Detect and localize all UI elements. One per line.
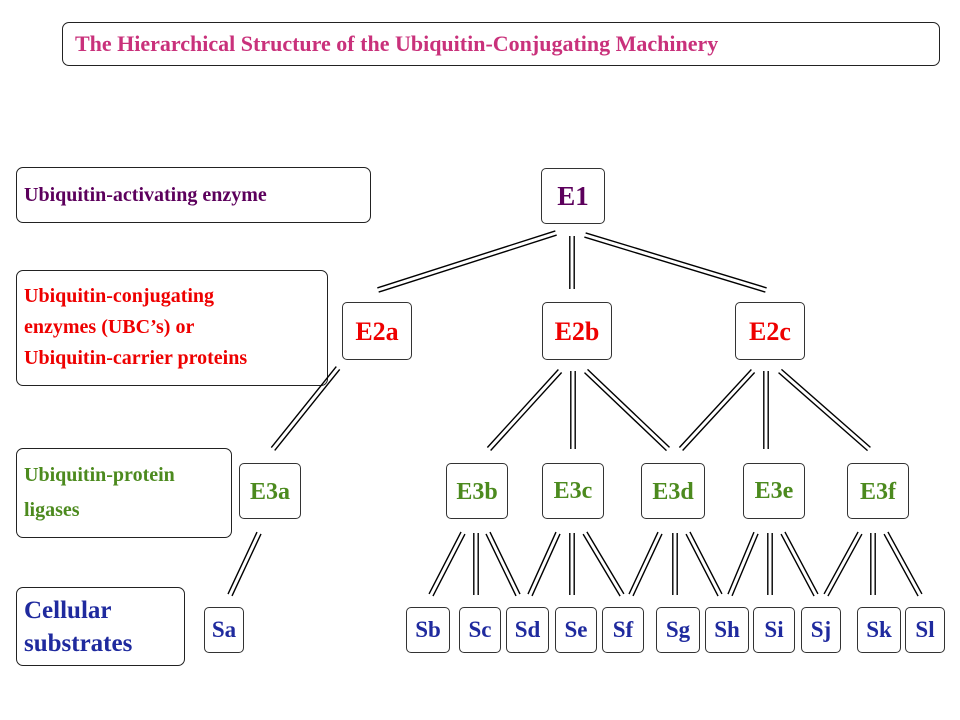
connector-stroke <box>270 366 337 449</box>
connector-stroke <box>231 533 262 597</box>
level-label-line: Ubiquitin-carrier proteins <box>24 347 248 369</box>
connector-e3d-sg <box>672 533 678 595</box>
level-label-line: Ubiquitin-conjugating <box>24 285 215 307</box>
node-e2c: E2c <box>735 302 805 360</box>
connector-stroke <box>377 230 556 289</box>
level-label-line: substrates <box>24 629 133 657</box>
connector-e3d-sh <box>685 531 723 597</box>
connector-stroke <box>428 531 462 595</box>
diagram-title: The Hierarchical Structure of the Ubiqui… <box>62 22 940 66</box>
node-e3c: E3c <box>542 463 604 519</box>
connector-e3b-sd <box>485 531 521 597</box>
connector-stroke <box>378 234 557 293</box>
level-label-line: Ubiquitin-protein <box>24 464 175 486</box>
connector-stroke <box>778 372 869 452</box>
connector-stroke <box>485 533 517 597</box>
connector-e2b-e3d <box>584 368 670 452</box>
connector-stroke <box>887 531 923 595</box>
node-sd: Sd <box>506 607 549 653</box>
connector-stroke <box>584 236 766 293</box>
connector-e2b-e3c <box>570 371 576 449</box>
connector-stroke <box>582 533 621 597</box>
node-sa: Sa <box>204 607 244 653</box>
node-sc: Sc <box>459 607 501 653</box>
level-label-line: Cellular <box>24 596 112 624</box>
level-label-line: enzymes (UBC’s) or <box>24 316 195 338</box>
node-e2a: E2a <box>342 302 412 360</box>
connector-e3c-sf <box>582 531 625 597</box>
connector-stroke <box>823 531 859 595</box>
level-label-line: ligases <box>24 499 80 521</box>
connector-e3e-sh <box>727 531 759 597</box>
connector-e2c-e3f <box>778 368 871 452</box>
connector-stroke <box>585 232 767 289</box>
node-e3e: E3e <box>743 463 805 519</box>
connector-e1-e2c <box>584 232 767 293</box>
connector-e3b-sc <box>473 533 479 595</box>
level-label-conjugating-enzymes: Ubiquitin-conjugating enzymes (UBC’s) or… <box>16 270 328 386</box>
node-e3b: E3b <box>446 463 508 519</box>
connector-stroke <box>682 372 756 451</box>
connector-stroke <box>527 531 557 595</box>
connector-stroke <box>584 372 667 452</box>
node-sg: Sg <box>656 607 700 653</box>
node-e1: E1 <box>541 168 605 224</box>
node-e3a: E3a <box>239 463 301 519</box>
connector-e3e-sj <box>780 531 819 597</box>
node-sf: Sf <box>602 607 644 653</box>
node-sb: Sb <box>406 607 450 653</box>
connector-stroke <box>731 533 759 597</box>
connector-stroke <box>685 533 719 597</box>
connector-e2c-e3e <box>763 371 769 449</box>
connector-e1-e2b <box>569 236 575 289</box>
connector-stroke <box>587 368 670 448</box>
connector-e3d-sf <box>628 531 663 597</box>
connector-stroke <box>632 533 663 597</box>
connector-stroke <box>678 369 752 448</box>
node-e3f: E3f <box>847 463 909 519</box>
node-se: Se <box>555 607 597 653</box>
connector-e3c-sd <box>527 531 561 597</box>
connector-e3f-sj <box>823 531 863 597</box>
connector-e1-e2a <box>377 230 557 293</box>
connector-stroke <box>432 533 466 597</box>
level-label-activating-enzyme: Ubiquitin-activating enzyme <box>16 167 371 223</box>
level-label-protein-ligases: Ubiquitin-protein ligases <box>16 448 232 538</box>
connector-stroke <box>689 531 723 595</box>
connector-stroke <box>727 531 755 595</box>
connector-stroke <box>489 531 521 595</box>
connector-stroke <box>780 533 815 597</box>
connector-stroke <box>827 533 863 597</box>
connector-e3a-sa <box>227 531 262 597</box>
connector-e3c-se <box>569 533 575 595</box>
node-sj: Sj <box>801 607 841 653</box>
level-label-line: Ubiquitin-activating enzyme <box>24 183 267 206</box>
connector-e3f-sk <box>870 533 876 595</box>
connector-stroke <box>883 533 919 597</box>
connector-stroke <box>531 533 561 597</box>
connector-stroke <box>784 531 819 595</box>
connector-stroke <box>274 368 341 451</box>
node-e3d: E3d <box>641 463 705 519</box>
connector-stroke <box>780 368 871 448</box>
connector-stroke <box>227 531 258 595</box>
connector-e3f-sl <box>883 531 923 597</box>
node-sh: Sh <box>705 607 749 653</box>
node-si: Si <box>753 607 795 653</box>
connector-stroke <box>586 531 625 595</box>
node-sl: Sl <box>905 607 945 653</box>
node-sk: Sk <box>857 607 901 653</box>
connector-e3b-sb <box>428 531 466 597</box>
connector-e2a-e3a <box>270 366 341 451</box>
connector-e3e-si <box>767 533 773 595</box>
connector-stroke <box>490 372 563 451</box>
connector-stroke <box>628 531 659 595</box>
connector-stroke <box>486 369 559 448</box>
connector-e2b-e3b <box>486 369 563 451</box>
connector-e2c-e3d <box>678 369 756 451</box>
node-e2b: E2b <box>542 302 612 360</box>
level-label-cellular-substrates: Cellular substrates <box>16 587 185 666</box>
